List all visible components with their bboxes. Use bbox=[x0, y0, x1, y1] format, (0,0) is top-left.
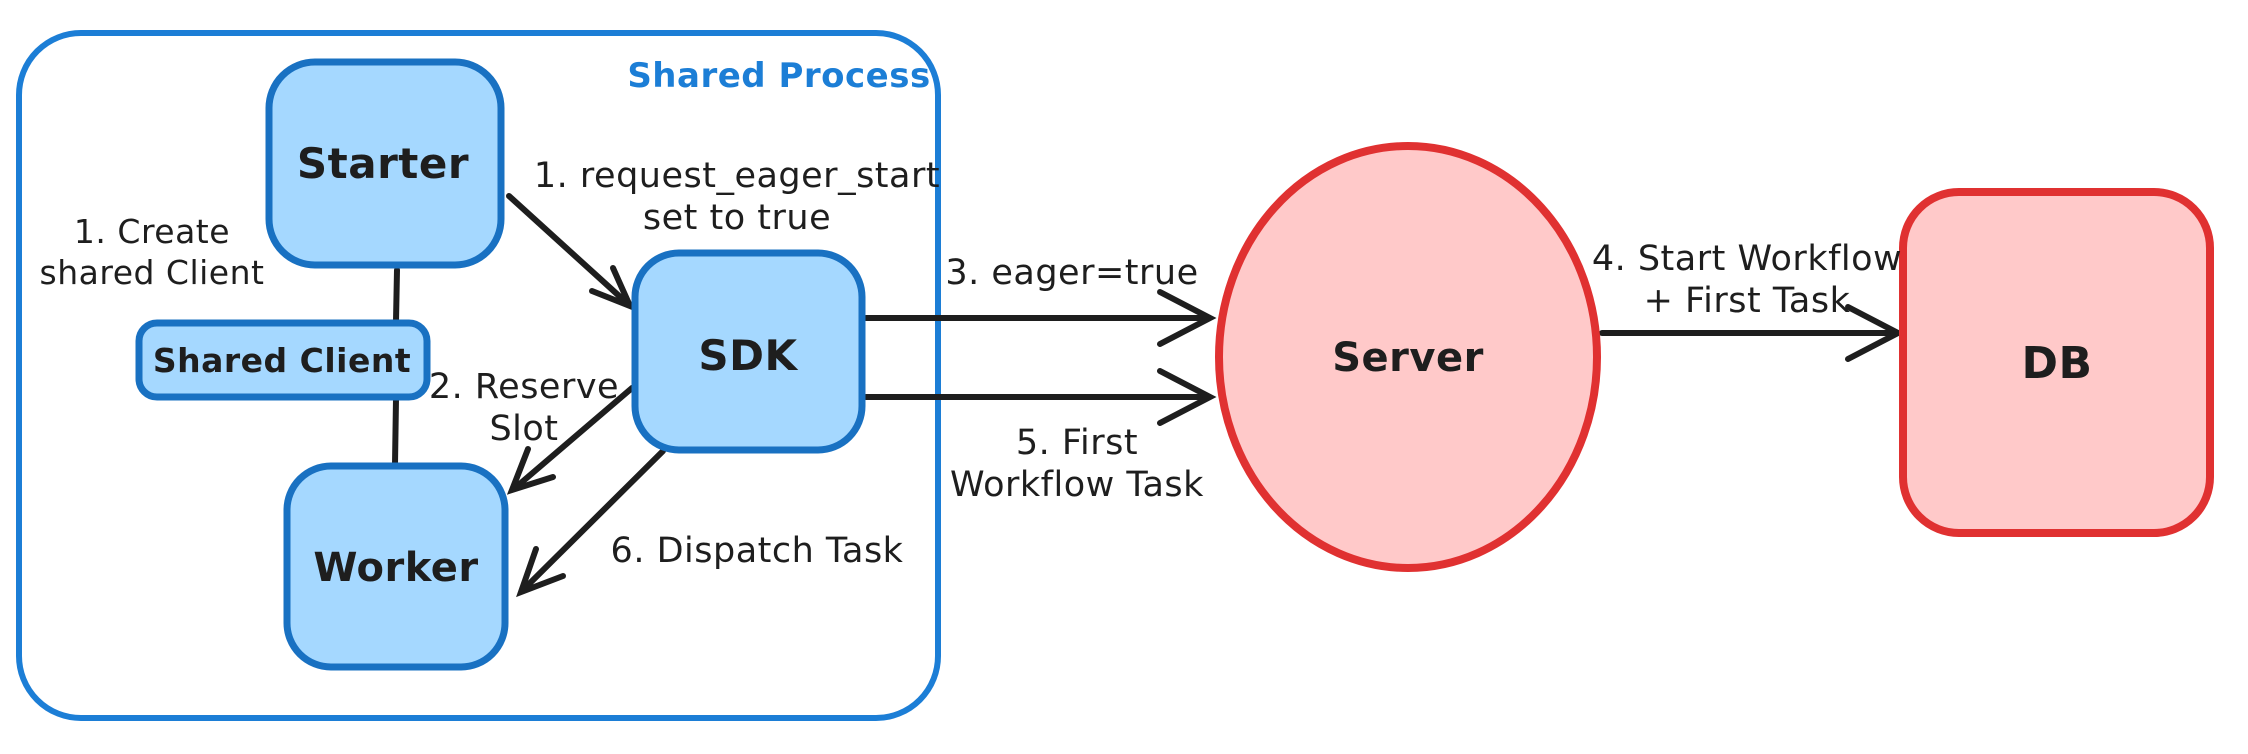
annotation-start-workflow: 4. Start Workflow + First Task bbox=[1592, 239, 1902, 321]
annotation-first-workflow-task-line2: Workflow Task bbox=[950, 465, 1204, 505]
server-node bbox=[1215, 142, 1601, 572]
annotation-reserve-slot: 2. Reserve Slot bbox=[429, 367, 619, 449]
connector-shared-client-worker bbox=[392, 396, 399, 467]
annotation-request-eager-start-line1: 1. request_eager_start bbox=[534, 156, 940, 196]
db-label: DB bbox=[2021, 338, 2092, 389]
annotation-first-workflow-task-line1: 5. First bbox=[1016, 423, 1138, 463]
annotation-first-workflow-task: 5. First Workflow Task bbox=[950, 423, 1204, 505]
arrow-sdk-server-eager bbox=[863, 289, 1217, 347]
connector-starter-shared-client bbox=[393, 267, 400, 324]
worker-node bbox=[283, 462, 509, 671]
db-node bbox=[1899, 188, 2214, 537]
arrow-server-db bbox=[1599, 304, 1905, 362]
annotation-start-workflow-line2: + First Task bbox=[1644, 281, 1851, 321]
worker-label: Worker bbox=[313, 545, 478, 591]
annotation-eager-true: 3. eager=true bbox=[945, 253, 1198, 293]
starter-label: Starter bbox=[297, 139, 469, 188]
annotation-request-eager-start-line2: set to true bbox=[643, 198, 831, 238]
annotation-start-workflow-line1: 4. Start Workflow bbox=[1592, 239, 1902, 279]
shared-client-node bbox=[135, 319, 431, 401]
arrow-sdk-server-first-task bbox=[863, 368, 1217, 426]
sdk-node bbox=[631, 249, 866, 454]
arrow-sdk-worker-reserve bbox=[506, 385, 635, 495]
annotation-create-shared-client-line2: shared Client bbox=[40, 253, 265, 292]
annotation-create-shared-client: 1. Create shared Client bbox=[40, 212, 265, 292]
annotation-reserve-slot-line2: Slot bbox=[489, 409, 558, 449]
shared-process-label: Shared Process bbox=[627, 56, 930, 96]
arrow-starter-sdk bbox=[506, 193, 636, 312]
arrow-sdk-worker-dispatch bbox=[516, 448, 666, 598]
annotation-create-shared-client-line1: 1. Create bbox=[74, 212, 230, 251]
starter-node bbox=[265, 58, 505, 269]
shared-client-label: Shared Client bbox=[153, 341, 411, 380]
annotation-request-eager-start: 1. request_eager_start set to true bbox=[534, 156, 940, 238]
annotation-reserve-slot-line1: 2. Reserve bbox=[429, 367, 619, 407]
sdk-label: SDK bbox=[698, 331, 798, 380]
server-label: Server bbox=[1332, 335, 1484, 381]
annotation-dispatch-task: 6. Dispatch Task bbox=[611, 531, 904, 571]
shared-process-container bbox=[16, 30, 941, 721]
